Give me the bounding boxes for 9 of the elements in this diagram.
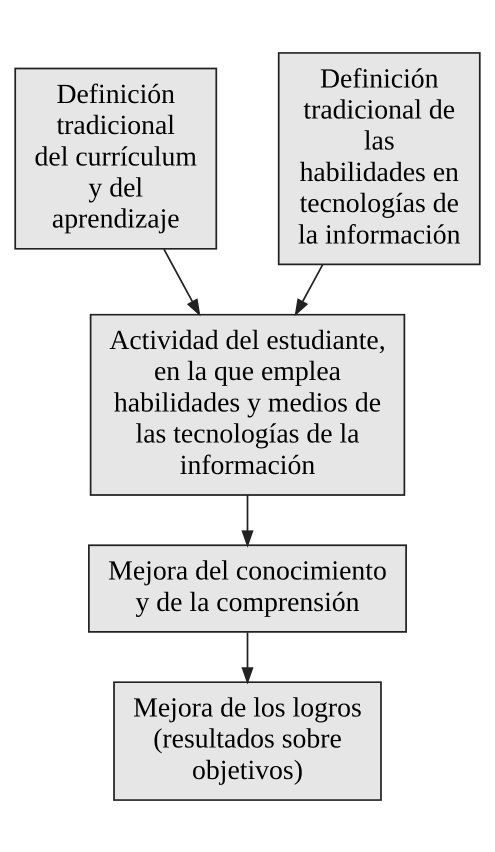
node-box: Definición tradicional de las habilidades en tecnologías de la información: [278, 52, 481, 265]
arrow: [294, 264, 324, 316]
node-box: Mejora del conocimiento y de la comprensión: [88, 544, 407, 632]
arrow: [163, 248, 200, 316]
node-box: Actividad del estudiante, en la que emplea habilidades y medios de las tecnologías de la información: [90, 313, 406, 496]
node-box: Definición tradicional del currículum y del aprendizaje: [14, 67, 218, 250]
node-box: Mejora de los logros (resultados sobre objetivos): [113, 680, 382, 800]
arrow: [241, 494, 254, 548]
arrow: [241, 632, 254, 684]
